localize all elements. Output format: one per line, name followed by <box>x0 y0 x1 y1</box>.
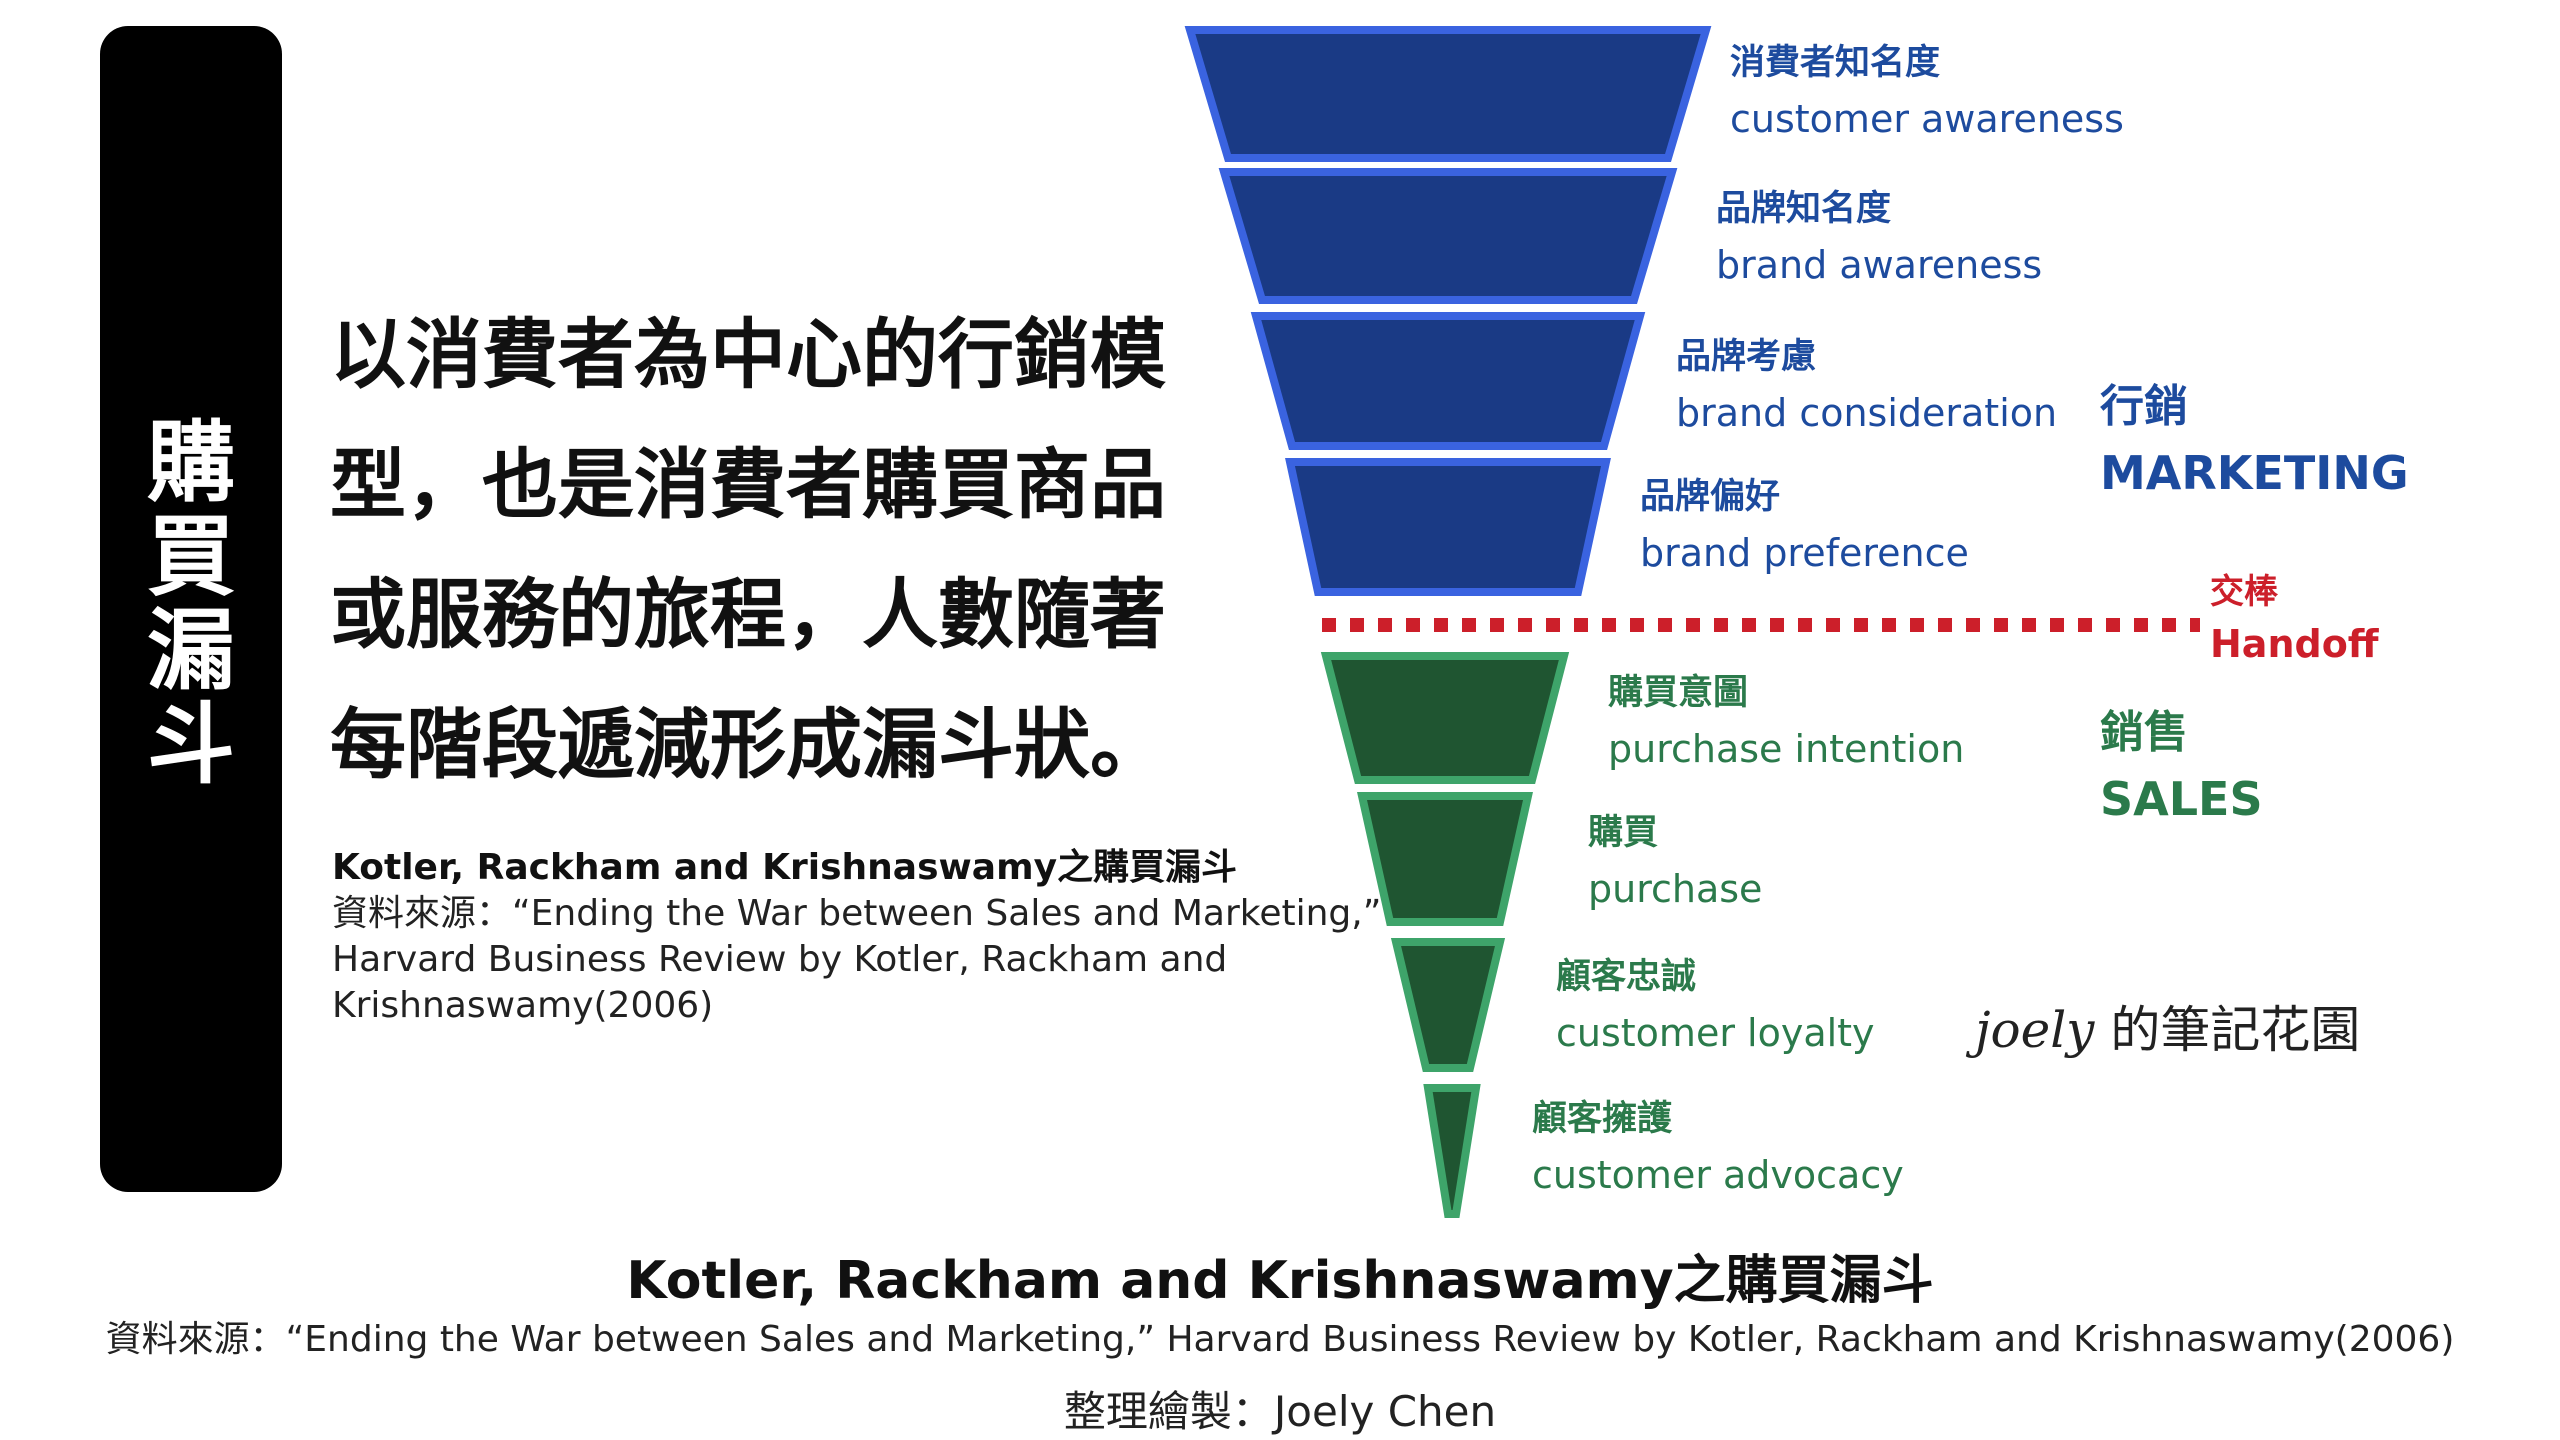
stage-label-en: customer loyalty <box>1556 1011 1875 1055</box>
main-description-line: 型，也是消費者購買商品 <box>330 440 1166 529</box>
main-description: 以消費者為中心的行銷模 型，也是消費者購買商品 或服務的旅程，人數隨著 每階段遞… <box>330 290 1210 810</box>
stage-label-en: customer advocacy <box>1532 1153 1904 1197</box>
author-signature: joely 的筆記花園 <box>1975 990 2360 1062</box>
stage-label-purchase-intention: 購買意圖 purchase intention <box>1608 668 1964 780</box>
source-citation-line: 資料來源：“Ending the War between Sales and M… <box>332 893 1382 934</box>
bottom-credit: 整理繪製：Joely Chen <box>1063 1387 1497 1436</box>
source-citation-title: Kotler, Rackham and Krishnaswamy之購買漏斗 <box>332 847 1238 888</box>
group-label-sales: 銷售 SALES <box>2100 702 2263 834</box>
stage-label-customer-awareness: 消費者知名度 customer awareness <box>1730 38 2124 150</box>
group-label-marketing: 行銷 MARKETING <box>2100 376 2409 508</box>
stage-label-en: customer awareness <box>1730 97 2124 141</box>
stage-label-en: purchase intention <box>1608 727 1965 771</box>
funnel-marketing-segment-brand-preference <box>1285 458 1611 596</box>
main-description-line: 或服務的旅程，人數隨著 <box>330 570 1166 659</box>
funnel-marketing-segment-brand-consideration <box>1250 312 1646 450</box>
bottom-title: Kotler, Rackham and Krishnaswamy之購買漏斗 <box>626 1251 1934 1311</box>
funnel-sales-group <box>1320 652 1570 1218</box>
stage-label-brand-awareness: 品牌知名度 brand awareness <box>1716 184 2042 296</box>
funnel-marketing-group <box>1184 26 1712 596</box>
side-title-char: 買 <box>146 505 235 608</box>
side-title: 購 買 漏 斗 <box>100 416 282 792</box>
stage-label-brand-consideration: 品牌考慮 brand consideration <box>1676 332 2057 444</box>
side-title-char: 斗 <box>146 693 235 796</box>
funnel-marketing-segment-customer-awareness <box>1184 26 1712 162</box>
stage-label-zh: 消費者知名度 <box>1730 43 1941 83</box>
funnel-sales-segment-purchase-intention <box>1320 652 1570 784</box>
stage-label-zh: 購買意圖 <box>1608 673 1749 713</box>
stage-label-zh: 品牌知名度 <box>1716 189 1892 229</box>
funnel-sales-segment-purchase <box>1357 792 1533 926</box>
source-citation-line: Krishnaswamy(2006) <box>332 985 714 1026</box>
stage-label-en: purchase <box>1588 867 1763 911</box>
group-label-zh: 行銷 <box>2100 381 2188 432</box>
stage-label-en: brand preference <box>1640 531 1969 575</box>
bottom-source: 資料來源：“Ending the War between Sales and M… <box>105 1319 2455 1360</box>
stage-label-purchase: 購買 purchase <box>1588 808 1762 920</box>
stage-label-customer-advocacy: 顧客擁護 customer advocacy <box>1532 1094 1904 1206</box>
group-label-en: Handoff <box>2210 622 2379 666</box>
main-description-line: 以消費者為中心的行銷模 <box>330 310 1166 399</box>
funnel-marketing-segment-brand-awareness <box>1218 168 1678 304</box>
source-citation-line: Harvard Business Review by Kotler, Rackh… <box>332 939 1228 980</box>
stage-label-zh: 顧客擁護 <box>1532 1099 1673 1139</box>
stage-label-zh: 購買 <box>1588 813 1659 853</box>
stage-label-en: brand awareness <box>1716 243 2043 287</box>
source-citation: Kotler, Rackham and Krishnaswamy之購買漏斗 資料… <box>332 845 1382 1029</box>
main-description-line: 每階段遞減形成漏斗狀。 <box>330 700 1166 789</box>
stage-label-zh: 品牌考慮 <box>1676 337 1817 377</box>
funnel-sales-segment-customer-advocacy <box>1423 1084 1481 1218</box>
group-label-en: SALES <box>2100 772 2263 826</box>
signature-script: joely <box>1975 1001 2095 1059</box>
side-title-char: 漏 <box>146 599 235 702</box>
side-title-bar: 購 買 漏 斗 <box>100 26 282 1192</box>
stage-label-en: brand consideration <box>1676 391 2058 435</box>
funnel-sales-segment-customer-loyalty <box>1390 938 1506 1072</box>
group-label-zh: 銷售 <box>2100 707 2188 758</box>
side-title-char: 購 <box>146 411 235 514</box>
group-label-handoff: 交棒 Handoff <box>2210 568 2379 672</box>
signature-text: 的筆記花園 <box>2110 1001 2361 1059</box>
group-label-en: MARKETING <box>2100 446 2409 500</box>
stage-label-customer-loyalty: 顧客忠誠 customer loyalty <box>1556 952 1875 1064</box>
stage-label-zh: 顧客忠誠 <box>1556 957 1697 997</box>
stage-label-zh: 品牌偏好 <box>1640 477 1781 517</box>
group-label-zh: 交棒 <box>2210 572 2278 612</box>
stage-label-brand-preference: 品牌偏好 brand preference <box>1640 472 1969 584</box>
